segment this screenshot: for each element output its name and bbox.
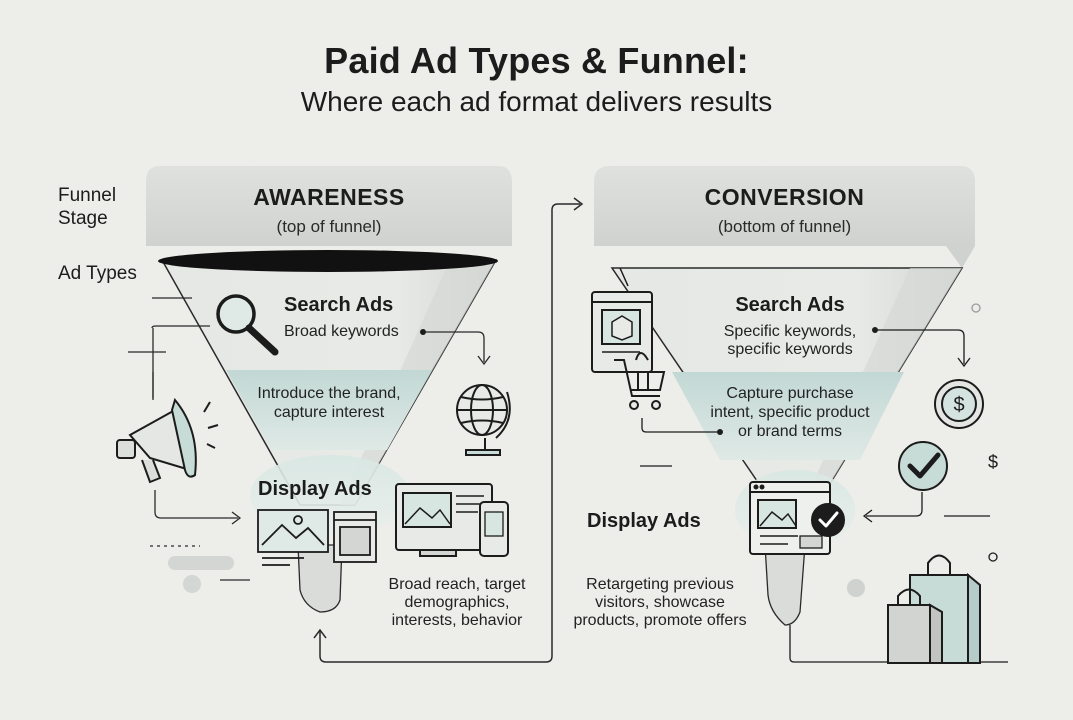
conversion-search-ads-desc: Specific keywords, specific keywords xyxy=(700,323,880,359)
funnel-stage-label-line2: Stage xyxy=(58,208,108,229)
shopping-cart-icon xyxy=(614,352,666,410)
megaphone-icon xyxy=(116,397,219,484)
shopping-bags-icon xyxy=(887,554,981,664)
awareness-note-line3: interests, behavior xyxy=(391,612,523,629)
awareness-search-ads-title: Search Ads xyxy=(284,294,394,316)
awareness-note-line2: demographics, xyxy=(404,594,510,611)
conversion-note-line1: Retargeting previous xyxy=(586,576,734,593)
awareness-search-ads: Search Ads Broad keywords xyxy=(284,294,399,341)
dollar-coin-icon xyxy=(934,379,984,429)
page-subtitle: Where each ad format delivers results xyxy=(300,86,773,117)
awareness-banner-shape xyxy=(146,166,512,246)
conversion-stage-sub: (bottom of funnel) xyxy=(717,217,852,236)
globe-icon xyxy=(456,384,511,456)
conversion-note-line2: visitors, showcase xyxy=(595,594,725,611)
conversion-goal-line3: or brand terms xyxy=(737,423,843,440)
conversion-goal-line1: Capture purchase xyxy=(726,385,854,402)
conversion-banner: CONVERSION (bottom of funnel) xyxy=(594,184,975,237)
awareness-stage-sub: (top of funnel) xyxy=(276,217,382,236)
devices-icon xyxy=(395,483,509,557)
conversion-goal-line2: intent, specific product xyxy=(710,404,870,421)
conversion-display-note: Retargeting previous visitors, showcase … xyxy=(560,576,760,630)
awareness-search-ads-desc: Broad keywords xyxy=(284,323,399,340)
awareness-goal-line1: Introduce the brand, xyxy=(257,385,401,402)
conversion-search-ads: Search Ads Specific keywords, specific k… xyxy=(700,294,880,359)
awareness-stage-goal: Introduce the brand, capture interest xyxy=(226,384,432,422)
retargeting-ad-icon xyxy=(749,481,845,555)
awareness-goal-line2: capture interest xyxy=(273,404,385,421)
awareness-display-ads-title: Display Ads xyxy=(258,478,372,500)
conversion-display-ads-title: Display Ads xyxy=(587,510,701,532)
dollar-sign-small: $ xyxy=(988,452,998,472)
ad-types-label: Ad Types xyxy=(58,263,137,284)
image-ad-icon xyxy=(257,509,377,566)
funnel-stage-label-line1: Funnel xyxy=(58,185,117,206)
product-page-icon xyxy=(591,291,653,373)
conversion-search-desc-line1: Specific keywords, xyxy=(723,323,857,340)
checkmark-icon xyxy=(898,441,948,491)
awareness-note-line1: Broad reach, target xyxy=(388,576,526,593)
conversion-search-desc-line2: specific keywords xyxy=(727,341,853,358)
conversion-note-line3: products, promote offers xyxy=(573,612,747,629)
dollar-sign-glyph: $ xyxy=(953,394,964,416)
search-icon xyxy=(216,294,279,356)
conversion-stage-title: CONVERSION xyxy=(704,184,865,210)
awareness-banner: AWARENESS (top of funnel) xyxy=(146,184,512,237)
conversion-stage-goal: Capture purchase intent, specific produc… xyxy=(680,384,900,441)
conversion-search-ads-title: Search Ads xyxy=(735,294,845,316)
awareness-stage-title: AWARENESS xyxy=(253,184,405,210)
funnel-stage-label: Funnel Stage xyxy=(58,184,116,230)
page-title: Paid Ad Types & Funnel: xyxy=(324,40,749,81)
awareness-display-note: Broad reach, target demographics, intere… xyxy=(372,576,542,630)
